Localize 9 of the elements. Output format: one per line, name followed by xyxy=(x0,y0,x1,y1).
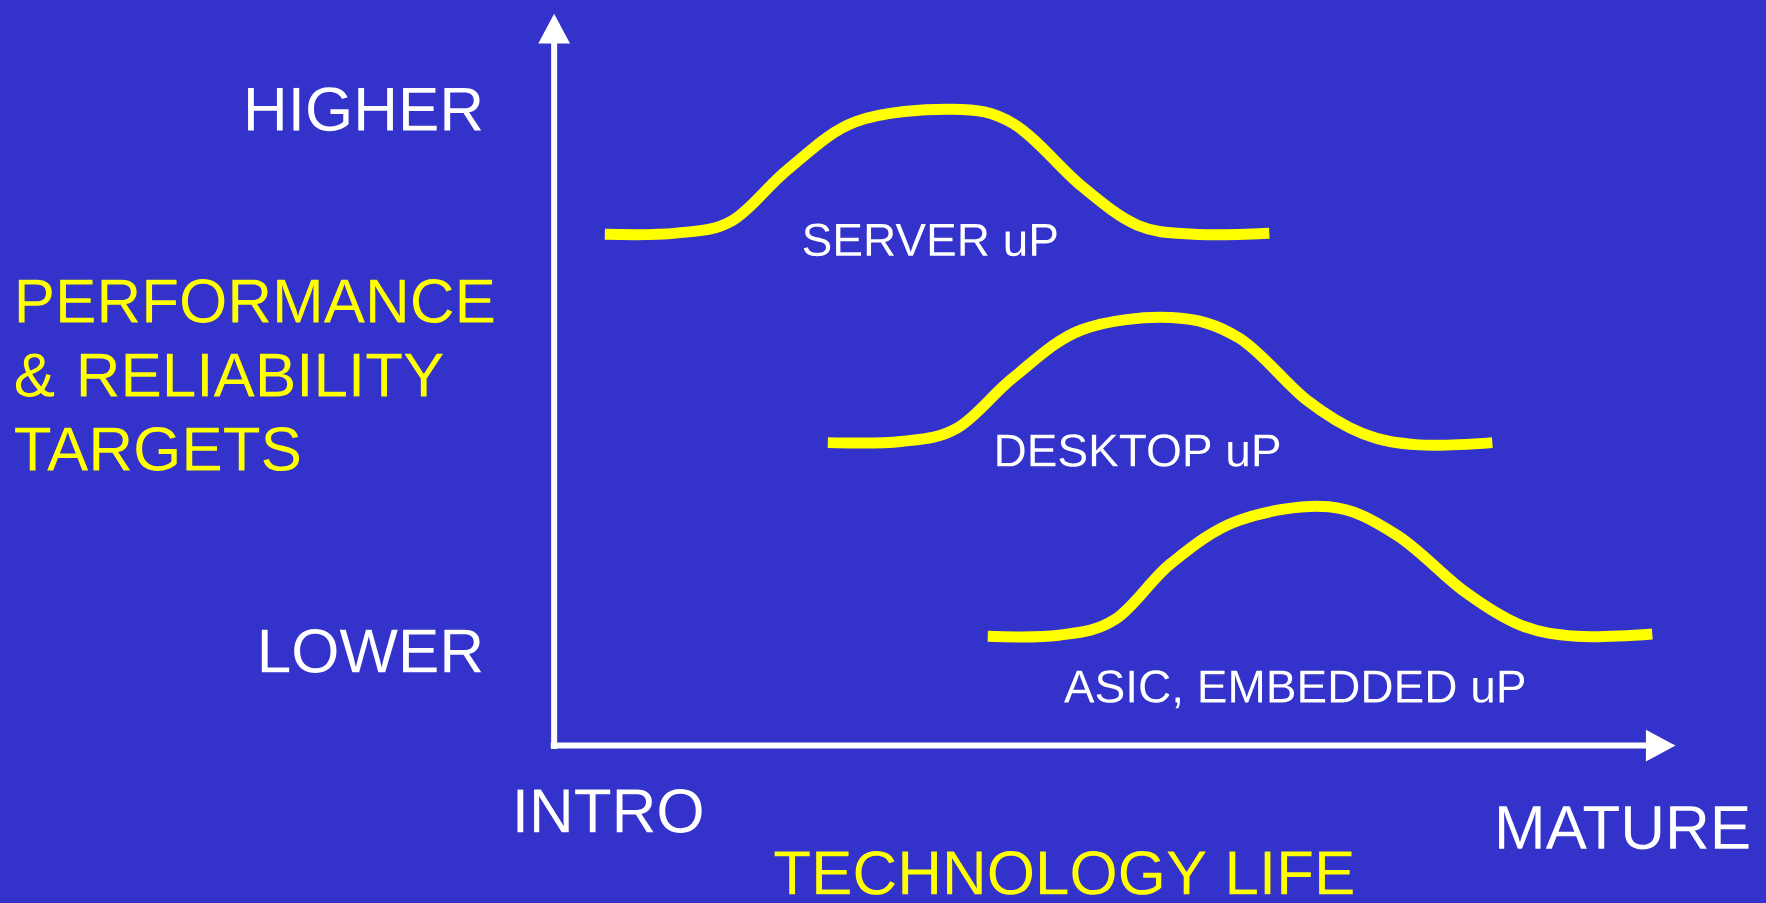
axis-label: LOWER xyxy=(261,628,482,673)
curve-label: ASIC, EMBEDDED uP xyxy=(1064,670,1525,709)
axis-label: HIGHER xyxy=(248,87,482,132)
curve-label: SERVER uP xyxy=(803,223,1057,257)
curve-label: DESKTOP uP xyxy=(997,434,1280,467)
axis-title: TECHNOLOGY LIFE xyxy=(774,850,1353,895)
axis-label: MATURE xyxy=(1499,806,1749,850)
axis-title: PERFORMANCE & RELIABILITY TARGETS xyxy=(15,279,494,471)
axis-label: INTRO xyxy=(517,788,702,833)
